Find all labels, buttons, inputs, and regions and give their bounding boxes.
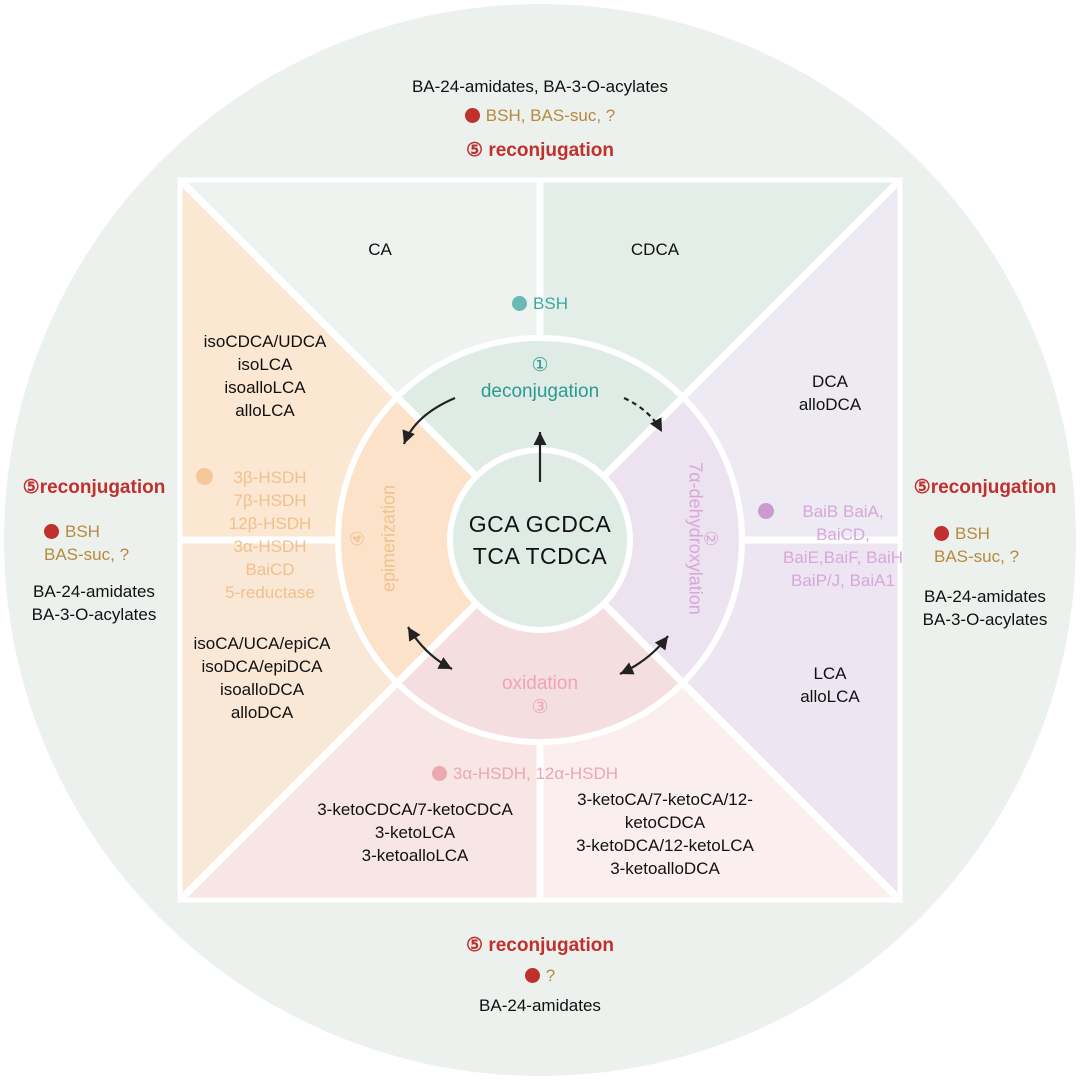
arrow-epimer-oxidation (407, 626, 453, 670)
dehydrox-enzyme-1: BaiB BaiA, (802, 502, 884, 521)
orange-dot (196, 468, 213, 485)
oxid-enzymes: 3α-HSDH, 12α-HSDH (400, 762, 650, 785)
right-product-2: BA-3-O-acylates (922, 610, 1048, 629)
epimer-lower-1: isoCA/UCA/epiCA (193, 634, 331, 653)
arrow-to-epimerization (402, 396, 456, 445)
top-red-dot (464, 108, 480, 123)
top-products: BA-24-amidates, BA-3-O-acylates (411, 77, 669, 96)
dehydrox-enzyme-3: BaiE,BaiF, BaiH (783, 548, 903, 567)
label-oxid-left: 3-ketoCDCA/7-ketoCDCA 3-ketoLCA 3-ketoal… (290, 798, 540, 867)
right-enzyme-2: BAS-suc, ? (934, 547, 1020, 566)
epimerization-text: epimerization (378, 484, 399, 593)
left-enzyme-1: BSH (65, 522, 100, 541)
oxid-left-1: 3-ketoCDCA/7-ketoCDCA (317, 800, 513, 819)
label-epimer-upper: isoCDCA/UDCA isoLCA isoalloLCA alloLCA (180, 330, 350, 422)
arrows (402, 396, 669, 675)
epimer-upper-2: isoLCA (237, 355, 293, 374)
epimerization-num: ④ (347, 530, 368, 547)
left-products: BA-24-amidates BA-3-O-acylates (4, 580, 184, 626)
epimer-enzymes: 3β-HSDH 7β-HSDH 12β-HSDH 3α-HSDH BaiCD 5… (210, 466, 330, 604)
dca-1: DCA (812, 372, 848, 391)
teal-dot (512, 296, 528, 311)
left-red-dot (44, 524, 59, 539)
epimer-lower-4: alloDCA (230, 703, 294, 722)
label-epimer-lower: isoCA/UCA/epiCA isoDCA/epiDCA isoalloDCA… (172, 632, 352, 724)
bottom-enzymes: ? (340, 964, 740, 987)
dehydroxylation-num: ② (700, 530, 721, 547)
deconj-enzyme-text: BSH (533, 294, 568, 313)
right-enzymes: BSH BAS-suc, ? (894, 522, 1076, 568)
epimer-upper-1: isoCDCA/UDCA (203, 332, 327, 351)
epimer-enzyme-5: BaiCD (245, 560, 295, 579)
oxid-right-3: 3-ketoDCA/12-ketoLCA (576, 836, 754, 855)
epimer-enzyme-2: 7β-HSDH (233, 491, 307, 510)
dehydrox-enzymes: BaiB BaiA, BaiCD, BaiE,BaiF, BaiH BaiP/J… (778, 500, 908, 592)
left-product-2: BA-3-O-acylates (31, 605, 157, 624)
bottom-red-dot (524, 968, 540, 983)
top-enzymes: BSH, BAS-suc, ? (340, 104, 740, 127)
left-product-1: BA-24-amidates (33, 582, 155, 601)
label-lca: LCA alloLCA (770, 662, 890, 708)
oxid-left-2: 3-ketoLCA (374, 823, 456, 842)
oxid-left-3: 3-ketoalloLCA (361, 846, 469, 865)
dca-2: alloDCA (798, 395, 862, 414)
arrow-to-dehydroxylation-dashed (623, 397, 663, 433)
dehydrox-enzyme-2: BaiCD, (816, 525, 870, 544)
epimer-enzyme-1: 3β-HSDH (233, 468, 307, 487)
top-reconjugation-title: ⑤ reconjugation (466, 140, 614, 161)
oxidation-label: oxidation (501, 673, 579, 694)
left-enzyme-2: BAS-suc, ? (44, 545, 130, 564)
label-oxid-right: 3-ketoCA/7-ketoCA/12- ketoCDCA 3-ketoDCA… (550, 788, 780, 880)
oxid-right-2: ketoCDCA (624, 813, 706, 832)
label-ca: CA (368, 240, 392, 259)
epimer-upper-4: alloLCA (235, 401, 295, 420)
center-line-2: TCA TCDCA (472, 543, 608, 569)
deconjugation-num: ① (531, 355, 549, 376)
bottom-products: BA-24-amidates (479, 996, 601, 1015)
pink-dot (431, 766, 447, 781)
epimer-enzyme-6: 5-reductase (225, 583, 315, 602)
ring-outer-border (335, 335, 745, 745)
oxid-right-1: 3-ketoCA/7-ketoCA/12- (577, 790, 753, 809)
left-enzymes: BSH BAS-suc, ? (4, 520, 184, 566)
lca-1: LCA (813, 664, 847, 683)
epimer-upper-3: isoalloLCA (224, 378, 306, 397)
deconj-enzyme: BSH (470, 292, 610, 315)
bottom-enzymes-text: ? (545, 966, 556, 985)
square-frame (177, 177, 903, 903)
top-enzymes-text: BSH, BAS-suc, ? (485, 106, 616, 125)
epimerization-label: epimerization (379, 439, 400, 639)
lca-2: alloLCA (800, 687, 860, 706)
epimer-lower-2: isoDCA/epiDCA (201, 657, 323, 676)
bottom-reconjugation-title: ⑤ reconjugation (466, 935, 614, 956)
right-reconjugation-title: ⑤reconjugation (913, 477, 1057, 498)
dehydrox-enzyme-4: BaiP/J, BaiA1 (791, 571, 895, 590)
right-red-dot (934, 526, 949, 541)
label-dca: DCA alloDCA (770, 370, 890, 416)
right-product-1: BA-24-amidates (924, 587, 1046, 606)
right-products: BA-24-amidates BA-3-O-acylates (894, 585, 1076, 631)
oxid-right-4: 3-ketoalloDCA (610, 859, 720, 878)
arrow-oxidation-dehydrox (619, 635, 669, 675)
ring-dehydroxylation (540, 397, 743, 683)
deconjugation-label: deconjugation (480, 381, 600, 402)
ring-epimerization (337, 397, 540, 683)
right-enzyme-1: BSH (955, 524, 990, 543)
label-cdca: CDCA (630, 240, 680, 259)
left-reconjugation-title: ⑤reconjugation (22, 477, 166, 498)
purple-dot (758, 503, 774, 519)
epimer-lower-3: isoalloDCA (219, 680, 305, 699)
center-line-1: GCA GCDCA (468, 511, 612, 537)
oxidation-num: ③ (531, 697, 549, 718)
oxid-enzymes-text: 3α-HSDH, 12α-HSDH (452, 764, 619, 783)
epimer-enzyme-4: 3α-HSDH (233, 537, 307, 556)
ring-oxidation (397, 540, 683, 743)
epimer-enzyme-3: 12β-HSDH (228, 514, 312, 533)
